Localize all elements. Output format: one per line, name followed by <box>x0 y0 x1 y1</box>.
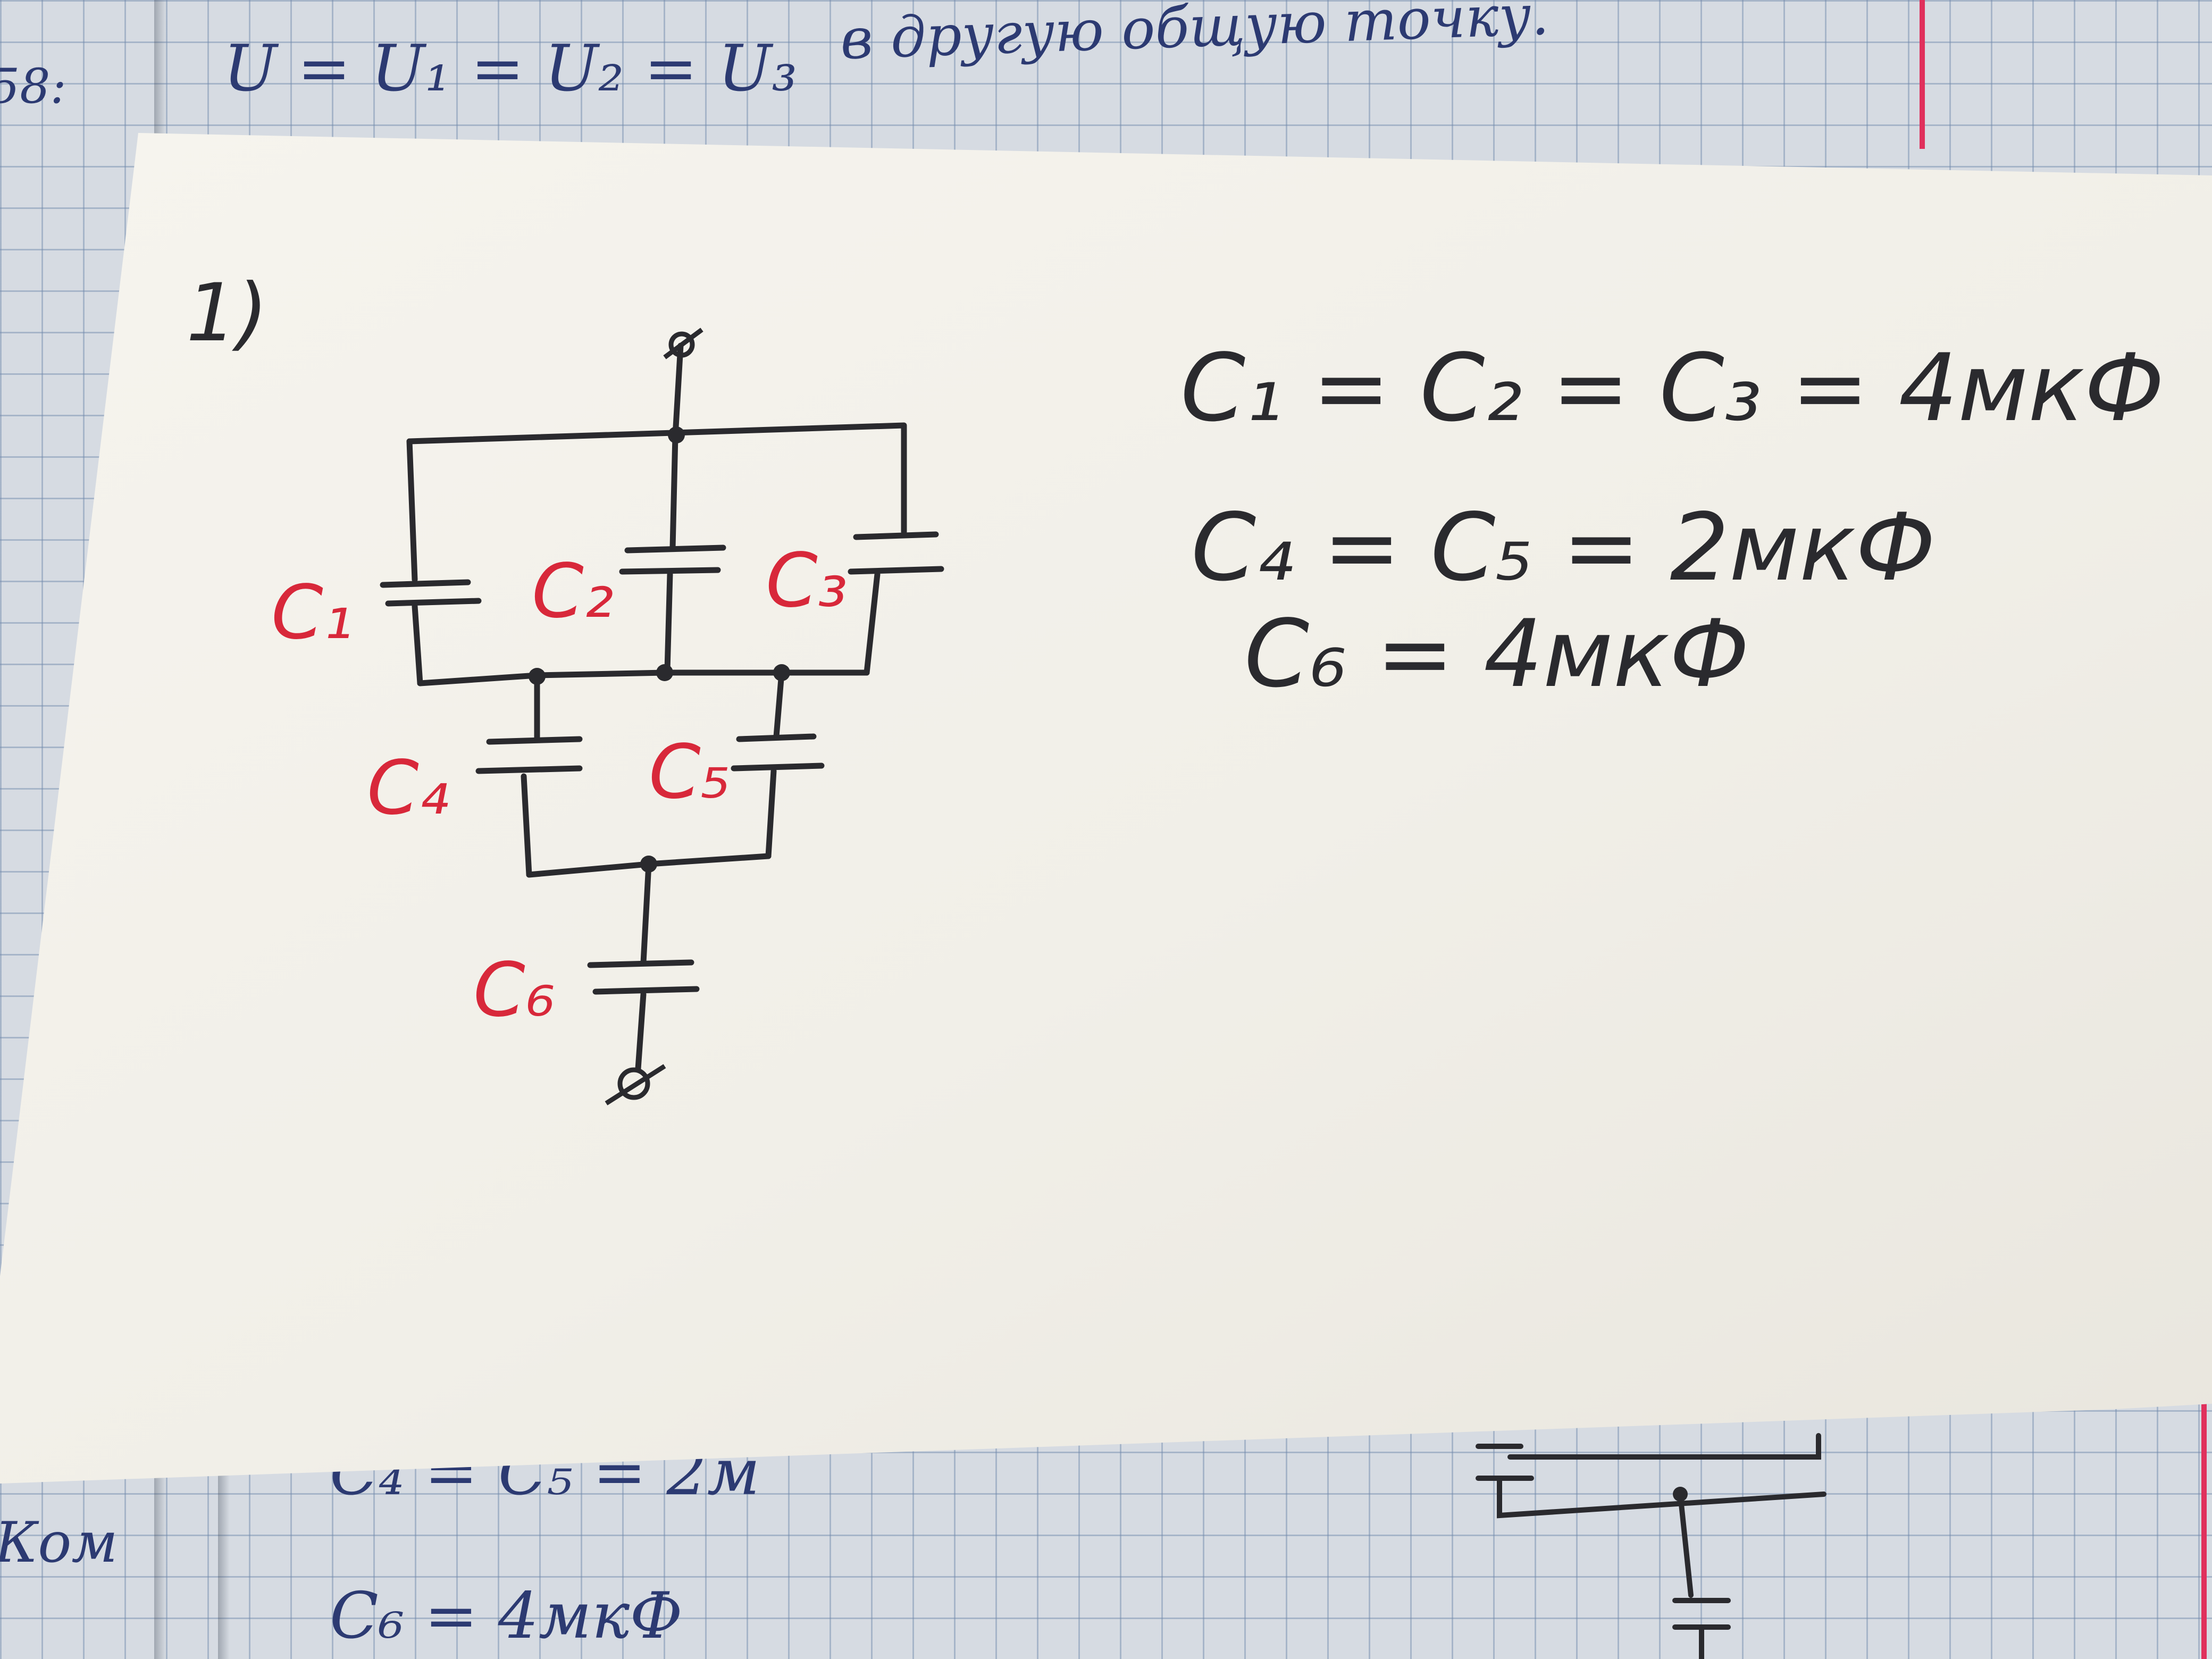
notebook-c6-note: C₆ = 4мкФ <box>330 1579 683 1653</box>
notebook-voltage-equation: U = U₁ = U₂ = U₃ <box>223 32 798 106</box>
notebook-left-word: Ком <box>0 1510 118 1575</box>
notebook-margin-line-top <box>1920 0 1925 149</box>
notebook-left-fragment: 58: <box>0 58 66 114</box>
notebook-page-gap-bottom <box>218 1446 230 1659</box>
notebook-margin-line-bottom <box>2201 1393 2207 1659</box>
